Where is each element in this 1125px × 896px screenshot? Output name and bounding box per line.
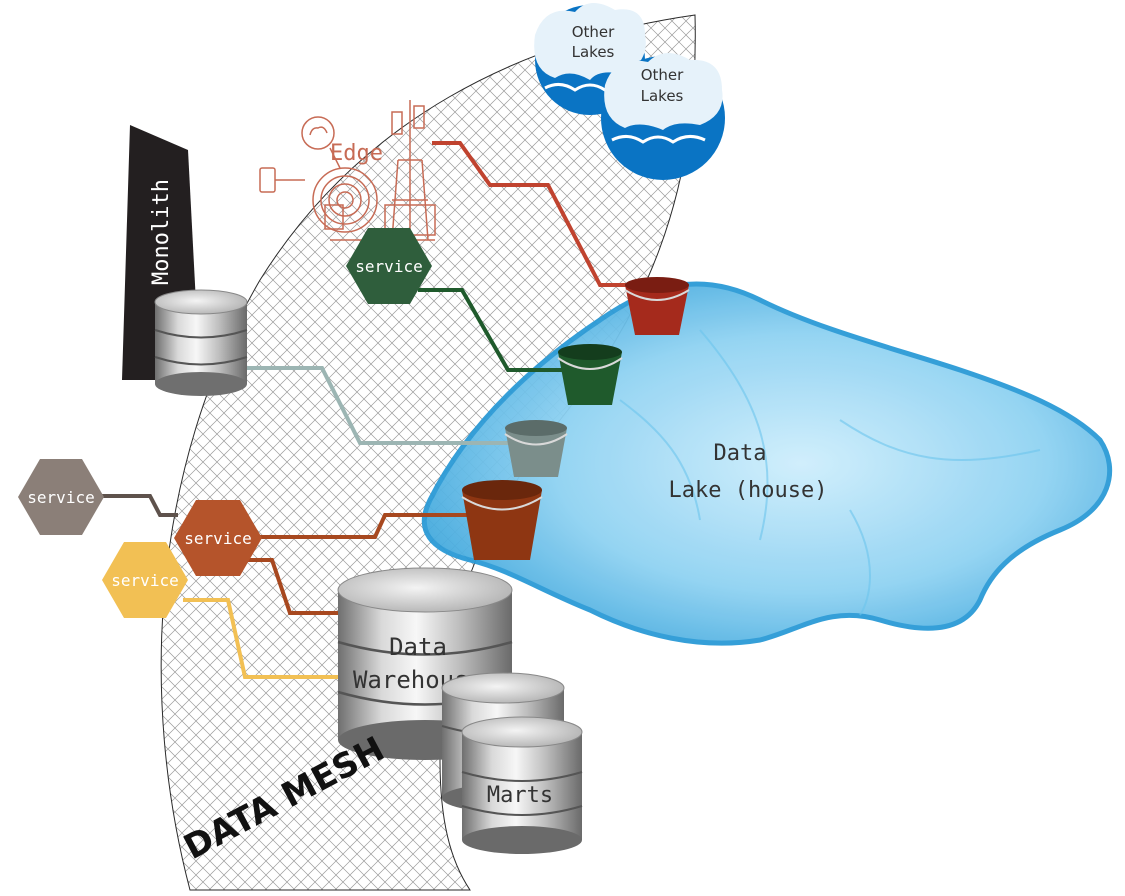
service-hexagon-green	[346, 228, 432, 304]
edge-to-bucket-line	[432, 141, 640, 287]
red-bucket-icon	[624, 277, 690, 335]
orange-service-line-to-bucket	[258, 513, 470, 539]
warehouse-label-line1: Data	[389, 633, 447, 661]
marts-database-icon-front	[461, 716, 583, 854]
service-hexagon-orange	[174, 500, 262, 576]
green-service-line	[418, 288, 580, 372]
service-gray-label: service	[27, 488, 94, 507]
other-lake-2-line2: Lakes	[641, 87, 684, 105]
edge-tower-icon	[259, 100, 436, 241]
other-lake-1-line2: Lakes	[572, 43, 615, 61]
service-hexagon-yellow	[102, 542, 188, 618]
service-yellow-label: service	[111, 571, 178, 590]
yellow-service-line	[183, 598, 350, 679]
gray-service-line	[102, 494, 178, 517]
monolith-to-bucket-line	[247, 366, 522, 445]
gray-bucket-icon	[504, 420, 568, 477]
green-bucket-icon	[557, 344, 623, 405]
service-green-label: service	[355, 257, 422, 276]
monolith-label: Monolith	[149, 179, 174, 285]
lake-label-line1: Data	[714, 441, 767, 466]
other-lake-2-line1: Other	[641, 66, 684, 84]
monolith-database-icon	[154, 289, 248, 396]
edge-label: Edge	[330, 141, 383, 166]
service-hexagon-gray	[18, 459, 104, 535]
other-lake-2	[601, 52, 725, 180]
service-orange-label: service	[184, 529, 251, 548]
orange-bucket-icon	[461, 480, 543, 560]
other-lake-1-line1: Other	[572, 23, 615, 41]
marts-label: Marts	[487, 783, 553, 808]
lake-label-line2: Lake (house)	[669, 478, 828, 503]
orange-service-line-to-warehouse	[245, 558, 345, 615]
